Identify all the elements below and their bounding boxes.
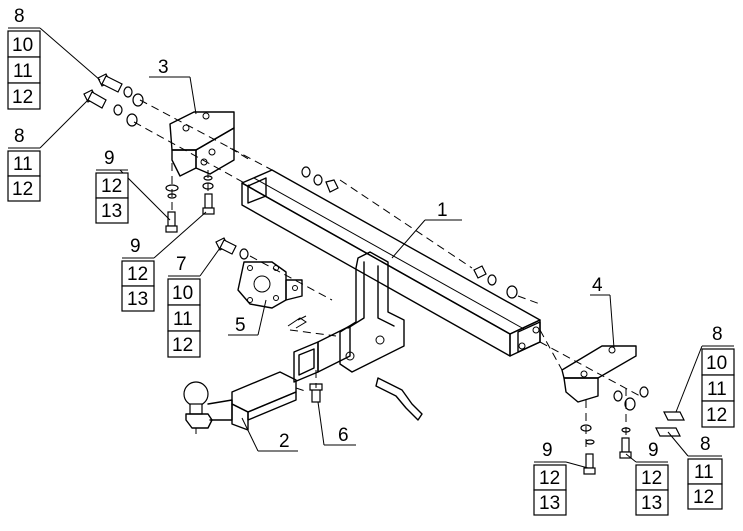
callout-top-left-b: 8 11 12 bbox=[7, 99, 89, 202]
receiver-tube bbox=[293, 325, 351, 383]
callout-head: 9 bbox=[130, 236, 141, 257]
fasteners-left-7 bbox=[215, 237, 249, 260]
callout-row: 10 bbox=[12, 35, 33, 56]
drop-bracket bbox=[339, 251, 405, 373]
callout-row: 11 bbox=[13, 154, 33, 175]
callout-head: 9 bbox=[542, 440, 553, 461]
callout-left-9a: 9 12 13 bbox=[95, 148, 171, 224]
part-leaders bbox=[149, 76, 615, 452]
fasteners-right bbox=[580, 386, 685, 475]
ball-mount bbox=[183, 371, 297, 434]
callout-top-left-a: 8 10 11 12 bbox=[7, 6, 101, 110]
callout-right-b: 8 11 12 bbox=[667, 431, 723, 510]
part-label-2: 2 bbox=[279, 431, 290, 452]
callout-bottom-9a: 9 12 13 bbox=[533, 440, 589, 516]
fasteners-beam-top bbox=[301, 166, 518, 299]
callout-row: 12 bbox=[12, 179, 33, 200]
wiring-harness bbox=[375, 377, 423, 421]
callout-row: 11 bbox=[13, 61, 33, 82]
callout-row: 12 bbox=[539, 468, 560, 489]
callout-row: 13 bbox=[101, 201, 122, 222]
callout-head: 7 bbox=[176, 254, 187, 275]
fasteners-under-bracket-left bbox=[165, 175, 215, 233]
callout-bottom-9b: 9 12 13 bbox=[625, 440, 669, 516]
callout-row: 11 bbox=[173, 309, 193, 330]
part-label-1: 1 bbox=[437, 200, 448, 221]
callout-row: 13 bbox=[127, 289, 148, 310]
bracket-right bbox=[561, 345, 637, 403]
callout-row: 12 bbox=[101, 176, 122, 197]
callout-left-7: 7 10 11 12 bbox=[167, 247, 221, 358]
callout-head: 8 bbox=[14, 126, 25, 147]
part-label-5: 5 bbox=[235, 315, 246, 336]
bracket-left bbox=[169, 111, 235, 177]
part-label-6: 6 bbox=[338, 425, 349, 446]
callout-left-9b: 9 12 13 bbox=[121, 211, 207, 312]
callout-head: 9 bbox=[104, 148, 115, 169]
callout-head: 8 bbox=[712, 324, 723, 345]
callout-row: 12 bbox=[641, 468, 662, 489]
socket-plate bbox=[237, 261, 303, 309]
assembly-lines bbox=[133, 99, 641, 452]
fasteners-top-left bbox=[83, 73, 144, 127]
callout-head: 9 bbox=[648, 440, 659, 461]
callout-row: 12 bbox=[127, 264, 148, 285]
callout-head: 8 bbox=[700, 434, 711, 455]
callout-row: 12 bbox=[706, 405, 727, 426]
callout-row: 11 bbox=[707, 379, 727, 400]
callout-row: 12 bbox=[693, 487, 714, 508]
callout-row: 13 bbox=[539, 493, 560, 514]
callout-row: 13 bbox=[641, 493, 662, 514]
callout-row: 10 bbox=[706, 353, 727, 374]
callout-row: 12 bbox=[12, 87, 33, 108]
callout-row: 11 bbox=[694, 462, 714, 483]
part-label-3: 3 bbox=[158, 57, 169, 78]
callout-row: 10 bbox=[172, 283, 193, 304]
cross-beam bbox=[241, 169, 541, 357]
callout-right-a: 8 10 11 12 bbox=[675, 324, 735, 428]
pin-clip bbox=[287, 315, 307, 329]
callout-head: 8 bbox=[14, 6, 25, 27]
part-label-4: 4 bbox=[592, 275, 603, 296]
callout-row: 12 bbox=[172, 335, 193, 356]
